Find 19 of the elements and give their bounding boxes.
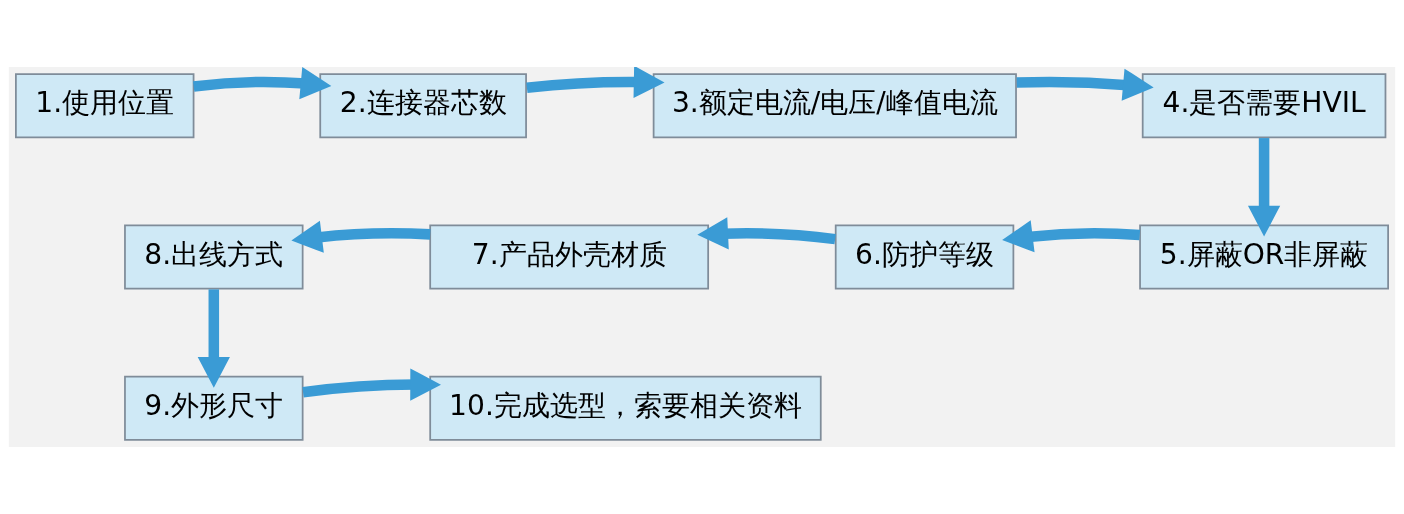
arrow <box>697 217 836 250</box>
node-box: 6.防护等级 <box>834 224 1015 290</box>
node-box: 5.屏蔽OR非屏蔽 <box>1139 224 1389 290</box>
node-box: 9.外形尺寸 <box>124 375 304 441</box>
node-box: 2.连接器芯数 <box>319 73 527 139</box>
arrow <box>193 67 332 100</box>
node-box: 4.是否需要HVIL <box>1141 73 1387 139</box>
node-box: 1.使用位置 <box>15 73 195 139</box>
node-box: 3.额定电流/电压/峰值电流 <box>652 73 1017 139</box>
arrow <box>291 220 431 253</box>
node-box: 7.产品外壳材质 <box>429 224 710 290</box>
node-box: 10.完成选型，索要相关资料 <box>429 375 822 441</box>
arrow <box>526 67 665 99</box>
arrow <box>302 368 441 401</box>
node-box: 8.出线方式 <box>124 224 304 290</box>
arrow <box>1247 138 1281 237</box>
arrow <box>197 289 230 388</box>
arrow <box>1002 220 1141 253</box>
arrow <box>1016 68 1154 101</box>
